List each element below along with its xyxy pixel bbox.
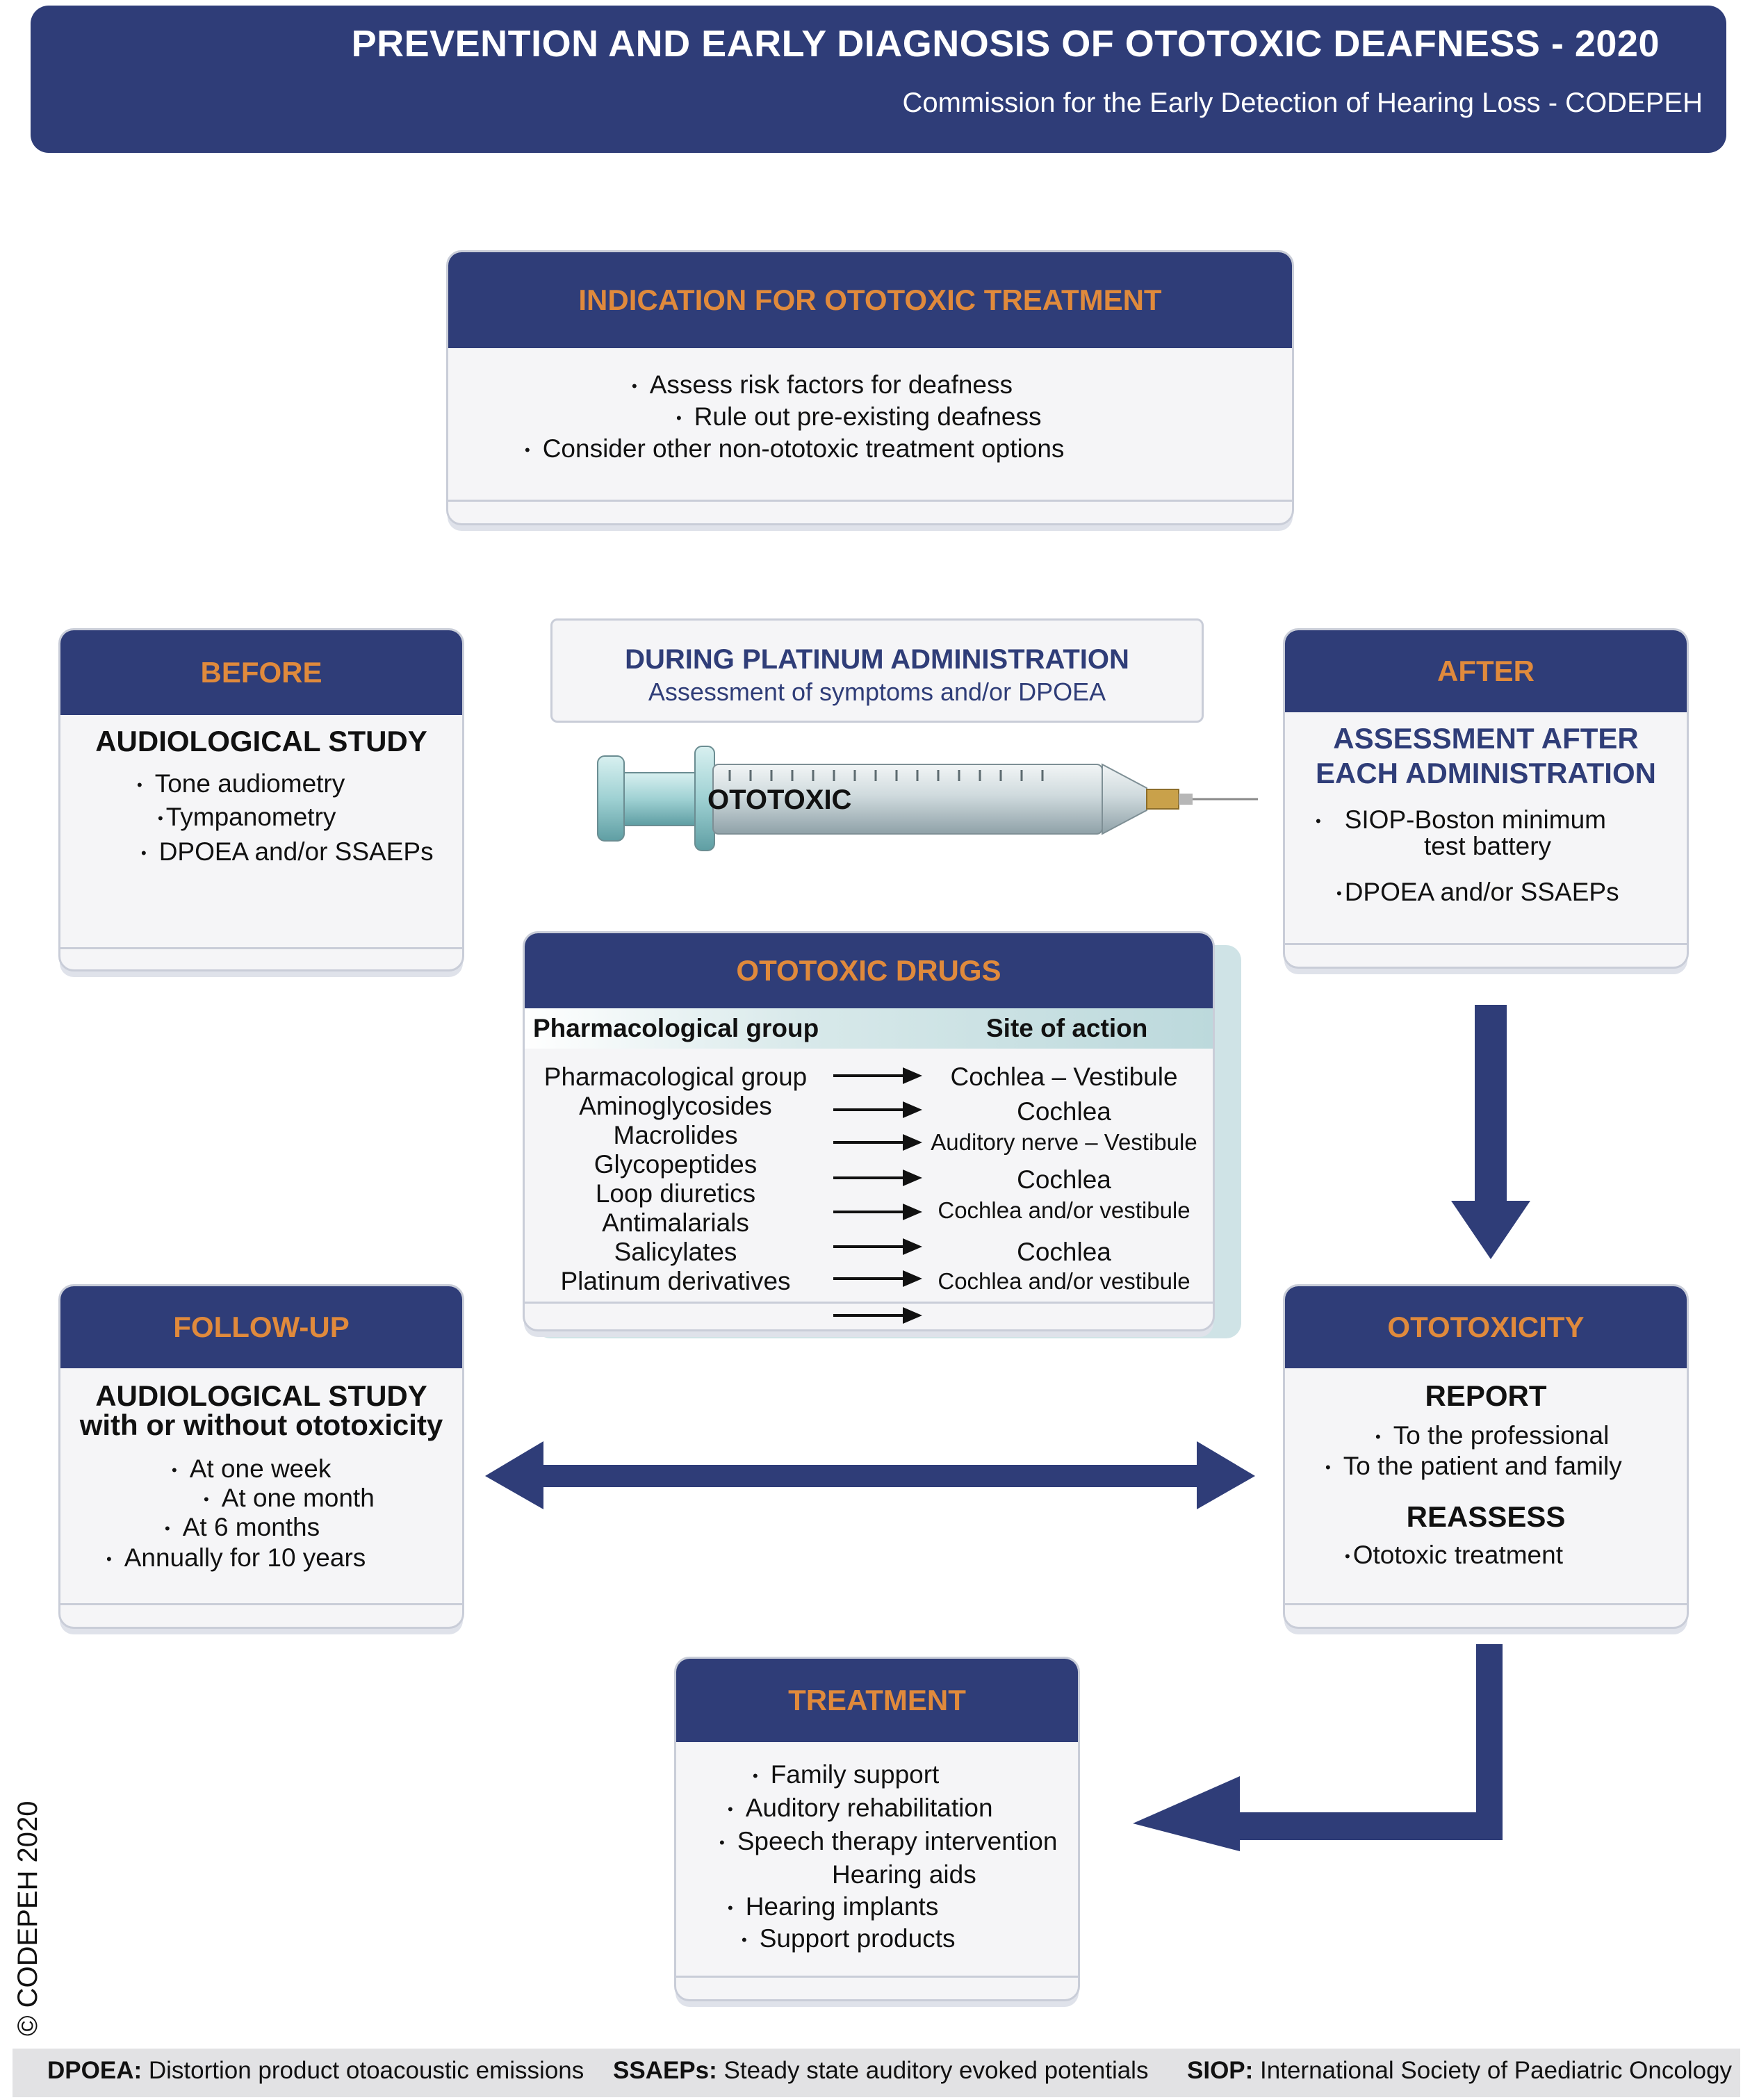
indication-box: INDICATION FOR OTOTOXIC TREATMENT •Asses… <box>446 250 1294 525</box>
arrow-right-icon <box>833 1204 922 1220</box>
reassess-heading: REASSESS <box>1406 1500 1566 1533</box>
before-item: •DPOEA and/or SSAEPs <box>141 837 434 866</box>
arrow-right-icon <box>833 1270 922 1287</box>
before-title: BEFORE <box>60 630 462 715</box>
header-banner: PREVENTION AND EARLY DIAGNOSIS OF OTOTOX… <box>31 6 1726 153</box>
drug-site: Auditory nerve – Vestibule <box>931 1129 1197 1155</box>
drug-group: Pharmacological group <box>543 1063 808 1091</box>
arrow-right-icon <box>833 1101 922 1118</box>
drug-group: Loop diuretics <box>595 1179 756 1208</box>
followup-title: FOLLOW-UP <box>60 1286 462 1368</box>
treatment-title: TREATMENT <box>676 1659 1078 1742</box>
after-item: •DPOEA and/or SSAEPs <box>1336 878 1619 906</box>
report-item: •To the professional <box>1375 1421 1610 1450</box>
followup-box: FOLLOW-UP AUDIOLOGICAL STUDY with or wit… <box>58 1284 464 1629</box>
report-item: •To the patient and family <box>1325 1452 1622 1480</box>
drug-group: Aminoglycosides <box>579 1092 772 1120</box>
after-item: •SIOP-Boston minimum <box>1316 805 1606 834</box>
indication-item: •Rule out pre-existing deafness <box>676 402 1042 431</box>
drug-site: Cochlea <box>1017 1097 1111 1126</box>
syringe-icon: OTOTOXIC <box>597 746 1258 851</box>
reassess-item: •Ototoxic treatment <box>1345 1541 1563 1569</box>
legend-dpoea: DPOEA: Distortion product otoacoustic em… <box>47 2057 584 2084</box>
drugs-title: OTOTOXIC DRUGS <box>525 933 1213 1008</box>
followup-item: •At one month <box>204 1484 375 1512</box>
followup-item: •At one week <box>172 1454 332 1483</box>
page-subtitle: Commission for the Early Detection of He… <box>902 88 1703 118</box>
drug-group: Salicylates <box>614 1238 737 1266</box>
treatment-item: •Hearing implants <box>728 1892 939 1921</box>
syringe-label: OTOTOXIC <box>707 785 851 815</box>
arrow-right-icon <box>833 1170 922 1186</box>
indication-item: •Assess risk factors for deafness <box>632 370 1013 399</box>
after-subtitle-2: EACH ADMINISTRATION <box>1316 757 1656 789</box>
down-arrow <box>1451 1005 1530 1259</box>
ototoxicity-box: OTOTOXICITY REPORT •To the professional … <box>1283 1284 1689 1629</box>
legend-ssaeps: SSAEPs: Steady state auditory evoked pot… <box>613 2057 1149 2084</box>
double-arrow <box>485 1441 1255 1509</box>
after-box: AFTER ASSESSMENT AFTER EACH ADMINISTRATI… <box>1283 628 1689 969</box>
drugs-header-row: Pharmacological group Site of action <box>525 1008 1213 1049</box>
treatment-box: TREATMENT •Family support •Auditory reha… <box>674 1657 1080 2001</box>
after-subtitle-1: ASSESSMENT AFTER <box>1333 722 1639 755</box>
arrow-right-icon <box>833 1134 922 1151</box>
before-box: BEFORE AUDIOLOGICAL STUDY •Tone audiomet… <box>58 628 464 971</box>
drug-site: Cochlea and/or vestibule <box>938 1268 1190 1294</box>
arrow-right-icon <box>833 1238 922 1255</box>
after-title: AFTER <box>1285 630 1687 712</box>
copyright: © CODEPEH 2020 <box>13 1800 43 2037</box>
drug-group: Antimalarials <box>602 1208 749 1237</box>
treatment-item: •Support products <box>742 1924 956 1953</box>
drug-group: Macrolides <box>613 1121 738 1149</box>
followup-subtitle-2: with or without ototoxicity <box>79 1409 443 1441</box>
col-group-header: Pharmacological group <box>533 1014 819 1042</box>
drug-group: Glycopeptides <box>594 1150 758 1179</box>
arrow-right-icon <box>833 1307 922 1324</box>
page-title: PREVENTION AND EARLY DIAGNOSIS OF OTOTOX… <box>351 23 1660 65</box>
during-box: DURING PLATINUM ADMINISTRATION Assessmen… <box>550 618 1204 723</box>
arrow-right-icon <box>833 1067 922 1084</box>
treatment-item: •Family support <box>753 1760 940 1789</box>
treatment-item: •Speech therapy intervention <box>719 1827 1058 1855</box>
drug-site: Cochlea – Vestibule <box>950 1063 1178 1091</box>
drug-group: Platinum derivatives <box>560 1267 791 1295</box>
treatment-item: Hearing aids <box>832 1860 976 1889</box>
report-heading: REPORT <box>1425 1379 1547 1412</box>
ototoxicity-title: OTOTOXICITY <box>1285 1286 1687 1368</box>
during-subtitle: Assessment of symptoms and/or DPOEA <box>648 678 1106 706</box>
col-site-header: Site of action <box>986 1014 1148 1042</box>
indication-title: INDICATION FOR OTOTOXIC TREATMENT <box>448 252 1292 348</box>
treatment-item: •Auditory rehabilitation <box>728 1794 993 1822</box>
followup-item: •At 6 months <box>165 1513 320 1541</box>
before-item: •Tympanometry <box>158 803 336 831</box>
before-subtitle: AUDIOLOGICAL STUDY <box>95 725 427 757</box>
during-title: DURING PLATINUM ADMINISTRATION <box>625 644 1129 675</box>
drug-site: Cochlea <box>1017 1238 1111 1266</box>
footer-legend: DPOEA: Distortion product otoacoustic em… <box>13 2049 1740 2097</box>
after-item-cont: test battery <box>1424 832 1552 860</box>
indication-item: •Consider other non-ototoxic treatment o… <box>525 434 1065 463</box>
drug-site: Cochlea and/or vestibule <box>938 1197 1190 1223</box>
followup-item: •Annually for 10 years <box>106 1543 366 1572</box>
legend-siop: SIOP: International Society of Paediatri… <box>1187 2057 1733 2084</box>
drugs-box: OTOTOXIC DRUGS Pharmacological group Sit… <box>523 931 1215 1331</box>
elbow-arrow <box>1133 1644 1503 1851</box>
followup-subtitle-1: AUDIOLOGICAL STUDY <box>95 1379 427 1412</box>
drug-site: Cochlea <box>1017 1165 1111 1194</box>
before-item: •Tone audiometry <box>137 769 345 798</box>
